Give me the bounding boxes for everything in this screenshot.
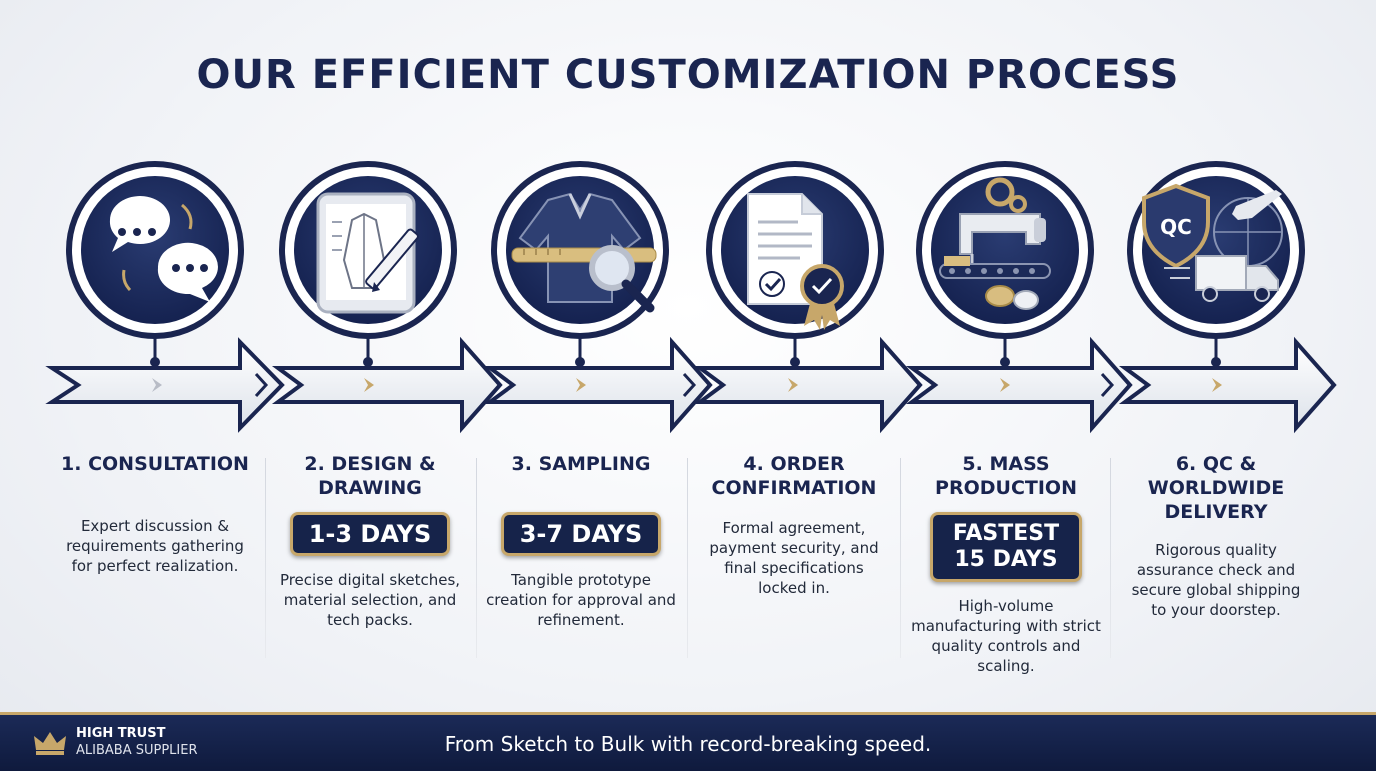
arrow-1 bbox=[45, 337, 285, 433]
step-description: Tangible prototype creation for approval… bbox=[486, 571, 676, 629]
step-description: Precise digital sketches, material selec… bbox=[279, 571, 461, 629]
divider bbox=[900, 458, 901, 658]
step-description: Expert discussion & requirements gatheri… bbox=[66, 517, 244, 575]
qc-shield-truck-icon: QC bbox=[1127, 161, 1305, 339]
step-title: 1. CONSULTATION bbox=[61, 453, 249, 475]
step-order-confirmation: 4. ORDER CONFIRMATION Formal agreement, … bbox=[692, 452, 896, 598]
arrow-5 bbox=[905, 336, 1133, 434]
qc-label: QC bbox=[1160, 215, 1192, 239]
step-description: High-volume manufacturing with strict qu… bbox=[911, 597, 1101, 675]
step-title: 2. DESIGN & DRAWING bbox=[304, 453, 436, 499]
step-sampling: 3. SAMPLING 3-7 DAYS Tangible prototype … bbox=[480, 452, 682, 630]
step-mass-production: 5. MASS PRODUCTION FASTEST 15 DAYS High-… bbox=[904, 452, 1108, 676]
step-title: 4. ORDER CONFIRMATION bbox=[711, 453, 877, 499]
crown-icon bbox=[34, 732, 66, 755]
arrow-4 bbox=[693, 336, 923, 434]
arrow-2 bbox=[271, 336, 503, 434]
page-title: OUR EFFICIENT CUSTOMIZATION PROCESS bbox=[196, 52, 1180, 98]
step-title: 6. QC & WORLDWIDE DELIVERY bbox=[1147, 453, 1285, 523]
badge-line: 15 DAYS bbox=[954, 547, 1058, 572]
sewing-machine-icon bbox=[916, 161, 1094, 339]
badge-line: FASTEST bbox=[952, 521, 1060, 546]
step-description: Formal agreement, payment security, and … bbox=[709, 519, 879, 597]
brand-badge: HIGH TRUST ALIBABA SUPPLIER bbox=[32, 722, 232, 762]
step-description: Rigorous quality assurance check and sec… bbox=[1131, 541, 1301, 619]
divider bbox=[265, 458, 266, 658]
step-qc-delivery: 6. QC & WORLDWIDE DELIVERY Rigorous qual… bbox=[1114, 452, 1318, 620]
footer-bar bbox=[0, 712, 1376, 771]
divider bbox=[687, 458, 688, 658]
step-title: 3. SAMPLING bbox=[511, 453, 651, 475]
sweater-magnifier-icon bbox=[491, 161, 669, 339]
step-title: 5. MASS PRODUCTION bbox=[935, 453, 1077, 499]
footer-slogan: From Sketch to Bulk with record-breaking… bbox=[444, 732, 932, 756]
document-seal-icon bbox=[706, 161, 884, 339]
brand-line: ALIBABA SUPPLIER bbox=[76, 743, 198, 758]
tablet-sketch-icon bbox=[279, 161, 457, 339]
chat-bubbles-icon bbox=[66, 161, 244, 339]
duration-badge: FASTEST 15 DAYS bbox=[929, 512, 1083, 582]
divider bbox=[476, 458, 477, 658]
arrow-6 bbox=[1118, 336, 1337, 434]
process-flow: QC bbox=[45, 161, 1337, 434]
step-design-drawing: 2. DESIGN & DRAWING 1-3 DAYS Precise dig… bbox=[270, 452, 470, 630]
step-consultation: 1. CONSULTATION Expert discussion & requ… bbox=[52, 452, 258, 576]
arrow-3 bbox=[483, 336, 713, 434]
divider bbox=[1110, 458, 1111, 658]
duration-badge: 1-3 DAYS bbox=[289, 512, 451, 556]
duration-badge: 3-7 DAYS bbox=[500, 512, 662, 556]
brand-line: HIGH TRUST bbox=[76, 726, 166, 741]
